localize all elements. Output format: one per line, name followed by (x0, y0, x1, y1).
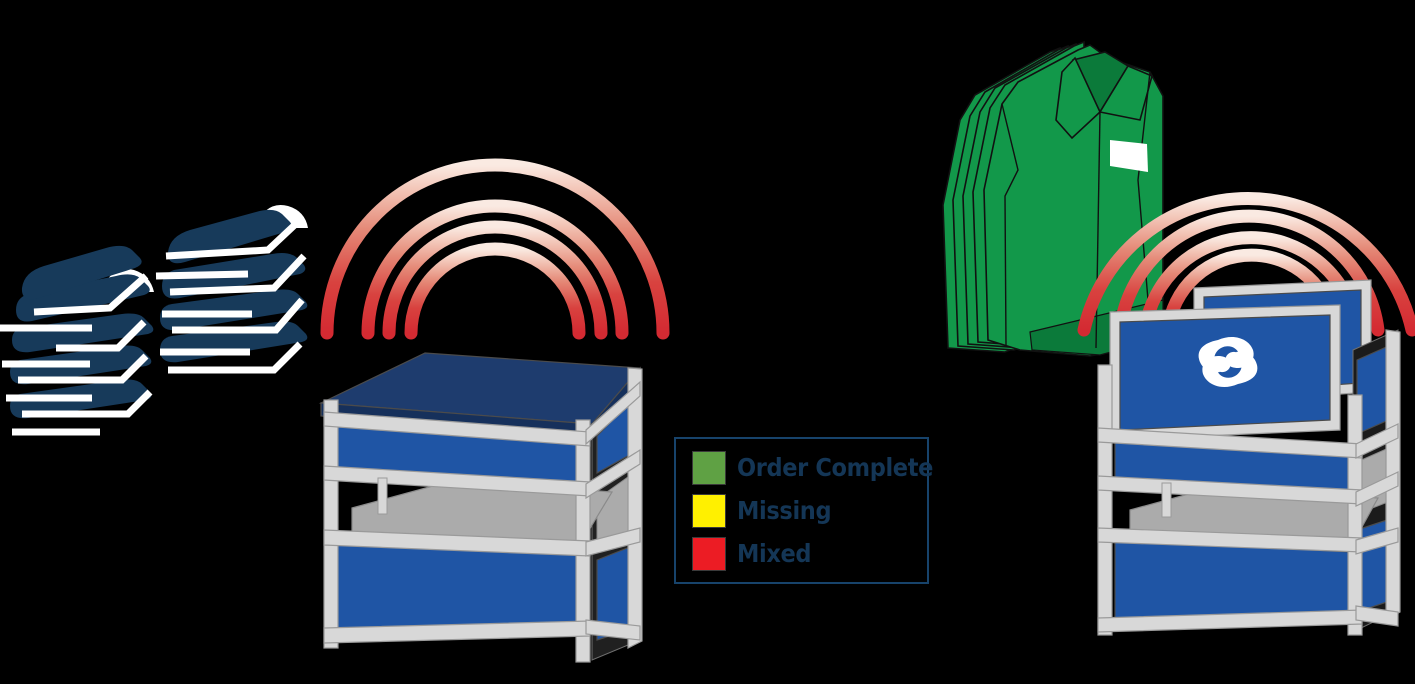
cart-right[interactable] (1097, 279, 1401, 636)
legend-label-order-complete: Order Complete (737, 453, 933, 482)
rfid-waves-left (320, 158, 670, 340)
legend-label-mixed: Mixed (737, 539, 812, 568)
green-shirts-on-hangers (942, 40, 1164, 357)
legend-label-missing: Missing (737, 496, 832, 525)
legend-swatch-mixed (692, 536, 726, 571)
cart-left[interactable] (318, 352, 643, 663)
legend-item-order-complete: Order Complete (692, 449, 933, 487)
folded-stack-left (0, 245, 154, 436)
legend-item-mixed: Mixed (692, 535, 927, 573)
legend-swatch-order-complete (692, 450, 726, 485)
legend-item-missing: Missing (692, 492, 927, 530)
folded-stack-right (155, 204, 308, 374)
rfid-tag (1110, 140, 1148, 172)
status-legend: Order Complete Missing Mixed (674, 437, 933, 584)
swirl-s-logo (1198, 336, 1258, 388)
legend-swatch-missing (692, 493, 726, 528)
